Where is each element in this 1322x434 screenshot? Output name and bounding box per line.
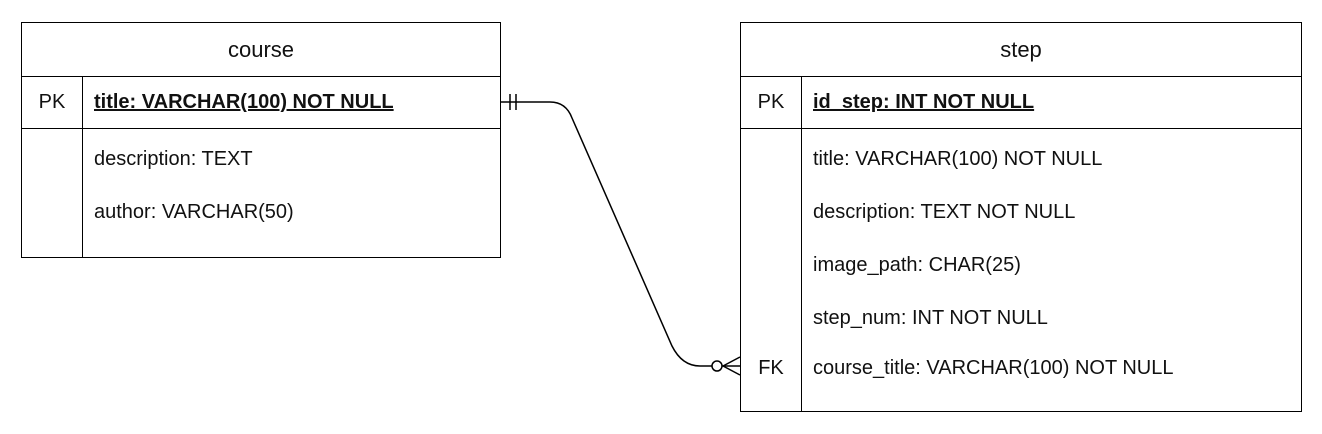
cardinality-zero-circle — [711, 360, 723, 372]
crowfoot-lower — [722, 365, 741, 376]
pk-label: PK — [757, 91, 785, 113]
fk-label: FK — [758, 357, 784, 379]
attribute-title: title: VARCHAR(100) NOT NULL — [813, 148, 1103, 170]
pk-label: PK — [38, 91, 66, 113]
entity-title: course — [22, 23, 500, 77]
pk-row — [22, 76, 500, 129]
key-column — [741, 76, 802, 411]
entity-course[interactable]: course PK title: VARCHAR(100) NOT NULL d… — [21, 22, 501, 258]
entity-step[interactable]: step PK id_step: INT NOT NULL title: VAR… — [740, 22, 1302, 412]
relationship-line — [501, 101, 740, 367]
entity-title: step — [741, 23, 1301, 77]
pk-attribute: id_step: INT NOT NULL — [813, 91, 1035, 113]
pk-row — [741, 76, 1301, 129]
attribute-step-num: step_num: INT NOT NULL — [813, 307, 1048, 329]
attribute-image-path: image_path: CHAR(25) — [813, 254, 1021, 276]
attribute-description: description: TEXT NOT NULL — [813, 201, 1076, 223]
attribute-author: author: VARCHAR(50) — [94, 201, 294, 223]
attribute-course-title: course_title: VARCHAR(100) NOT NULL — [813, 357, 1174, 379]
crowfoot-upper — [722, 356, 741, 367]
key-column — [22, 76, 83, 257]
attribute-description: description: TEXT — [94, 148, 253, 170]
pk-attribute: title: VARCHAR(100) NOT NULL — [94, 91, 394, 113]
